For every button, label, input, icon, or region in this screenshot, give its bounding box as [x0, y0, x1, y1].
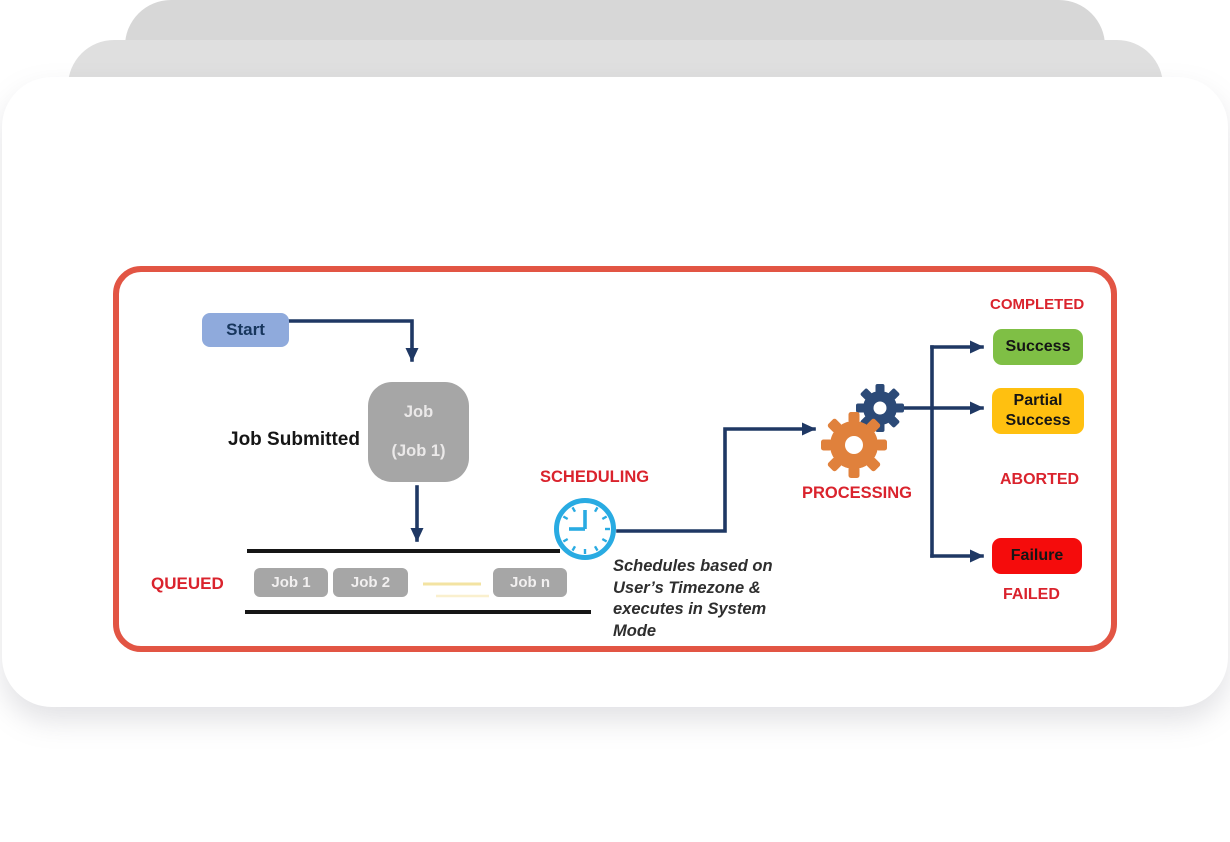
queue-job-1-chip: Job 1: [254, 568, 328, 597]
scheduling-label: SCHEDULING: [540, 468, 650, 486]
arrow-start-to-job: [288, 319, 419, 362]
scheduling-note: Schedules based on User’s Timezone & exe…: [613, 557, 773, 640]
partial-success-node: Partial Success: [992, 388, 1084, 434]
job-submitted-label: Job Submitted: [228, 429, 360, 450]
gear-small-navy: [856, 384, 904, 432]
gear-large-orange: [821, 412, 887, 478]
aborted-label: ABORTED: [1000, 471, 1080, 488]
failure-node: Failure: [992, 538, 1082, 574]
gears-icon: [821, 384, 904, 478]
success-node: Success: [993, 329, 1083, 365]
clock-icon: [554, 498, 616, 560]
queue-job-2-chip: Job 2: [333, 568, 408, 597]
start-node: Start: [202, 313, 289, 347]
job-node-subtitle: (Job 1): [391, 442, 446, 461]
completed-label: COMPLETED: [990, 296, 1085, 313]
queued-label: QUEUED: [151, 574, 224, 593]
arrow-clock-to-gears: [616, 422, 816, 533]
job-node-title: Job: [403, 402, 434, 421]
queue-job-n-chip: Job n: [493, 568, 567, 597]
failed-label: FAILED: [1003, 586, 1060, 603]
processing-label: PROCESSING: [802, 484, 913, 502]
job-node: Job (Job 1): [368, 382, 469, 482]
